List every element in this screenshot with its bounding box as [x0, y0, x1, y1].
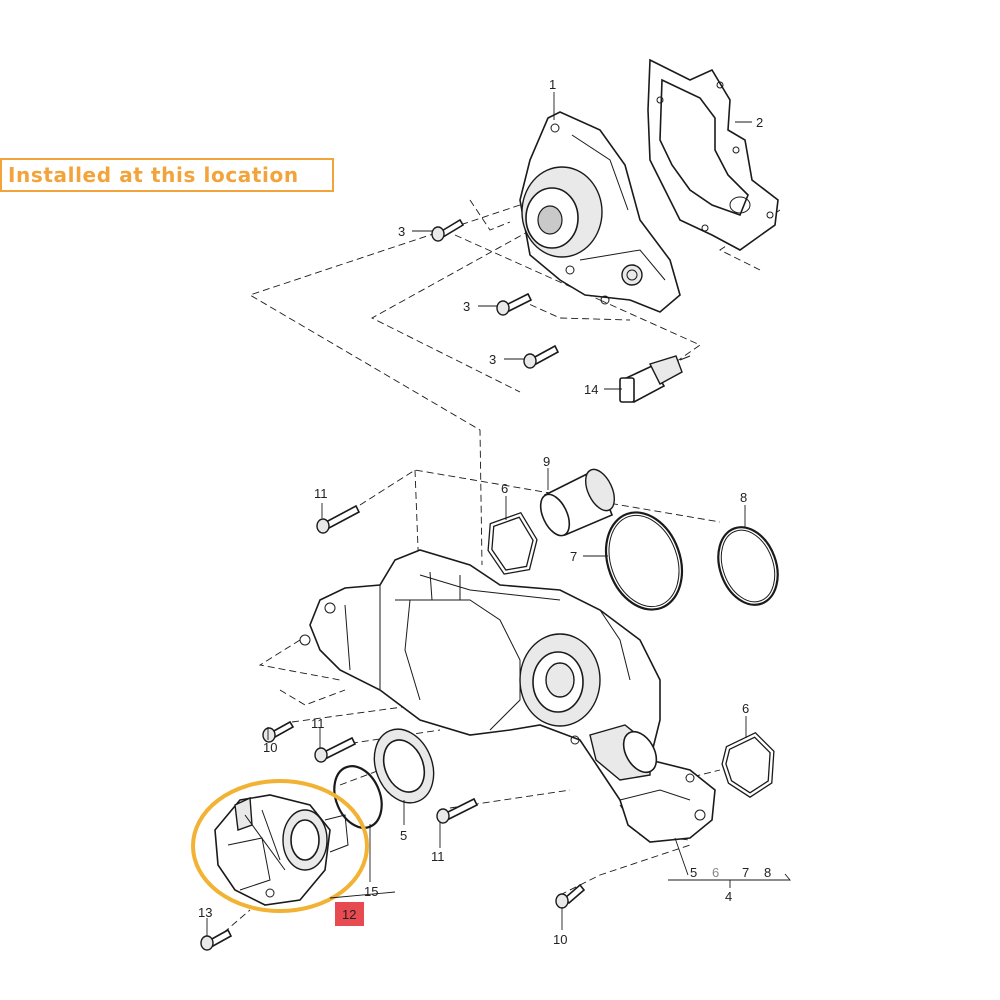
- label-group4-7: 7: [742, 865, 749, 880]
- seal-part-6-lower: [721, 731, 775, 798]
- label-part-2: 2: [756, 115, 763, 130]
- thermostat-part-12: [214, 794, 349, 906]
- screw-13: [200, 928, 233, 951]
- screw-3-middle: [496, 292, 533, 316]
- sleeve-part-9: [539, 468, 616, 537]
- highlight-badge-12: 12: [335, 902, 364, 926]
- part-labels: 1 2 3 3 3 14 11 9 6 8 7 10 11 6 5 15 11 …: [198, 77, 771, 947]
- label-part-10-left: 10: [263, 740, 277, 755]
- label-part-6-lower: 6: [742, 701, 749, 716]
- water-pump-part-1: [519, 111, 681, 313]
- label-part-8: 8: [740, 490, 747, 505]
- badge-part-12: 12: [342, 907, 356, 922]
- label-part-3-lower: 3: [489, 352, 496, 367]
- label-part-11-middle: 11: [311, 716, 325, 731]
- label-part-4: 4: [725, 889, 732, 904]
- label-part-6-upper: 6: [501, 481, 508, 496]
- label-part-9: 9: [543, 454, 550, 469]
- label-part-11-upper: 11: [314, 486, 328, 501]
- screw-11-middle: [314, 736, 357, 763]
- label-group4-5: 5: [690, 865, 697, 880]
- label-part-3-middle: 3: [463, 299, 470, 314]
- screw-10-left: [262, 720, 295, 743]
- screw-11-lower: [436, 797, 479, 824]
- label-part-5: 5: [400, 828, 407, 843]
- highlight-circle: [191, 779, 369, 913]
- screw-10-bottom: [555, 883, 586, 909]
- screw-11-upper: [316, 504, 361, 534]
- gasket-part-2: [647, 58, 779, 251]
- o-ring-part-8: [717, 526, 779, 606]
- callout-text: Installed at this location: [8, 163, 299, 187]
- label-part-1: 1: [549, 77, 556, 92]
- label-part-3-upper: 3: [398, 224, 405, 239]
- label-part-11-lower: 11: [431, 849, 445, 864]
- label-group4-8: 8: [764, 865, 771, 880]
- label-part-10-bottom: 10: [553, 932, 567, 947]
- leader-lines: [206, 92, 791, 936]
- coolant-housing: [299, 549, 716, 843]
- screw-3-lower: [523, 344, 560, 369]
- seal-part-6-upper: [487, 511, 538, 575]
- label-part-7: 7: [570, 549, 577, 564]
- o-ring-part-7: [604, 511, 684, 611]
- installed-location-callout: Installed at this location: [0, 158, 334, 192]
- seal-ring-part-5: [373, 728, 435, 804]
- label-part-13: 13: [198, 905, 212, 920]
- temperature-sender-part-14: [619, 355, 691, 404]
- label-group4-6: 6: [712, 865, 719, 880]
- screw-3-upper: [431, 218, 465, 242]
- label-part-15: 15: [364, 884, 378, 899]
- label-part-14: 14: [584, 382, 598, 397]
